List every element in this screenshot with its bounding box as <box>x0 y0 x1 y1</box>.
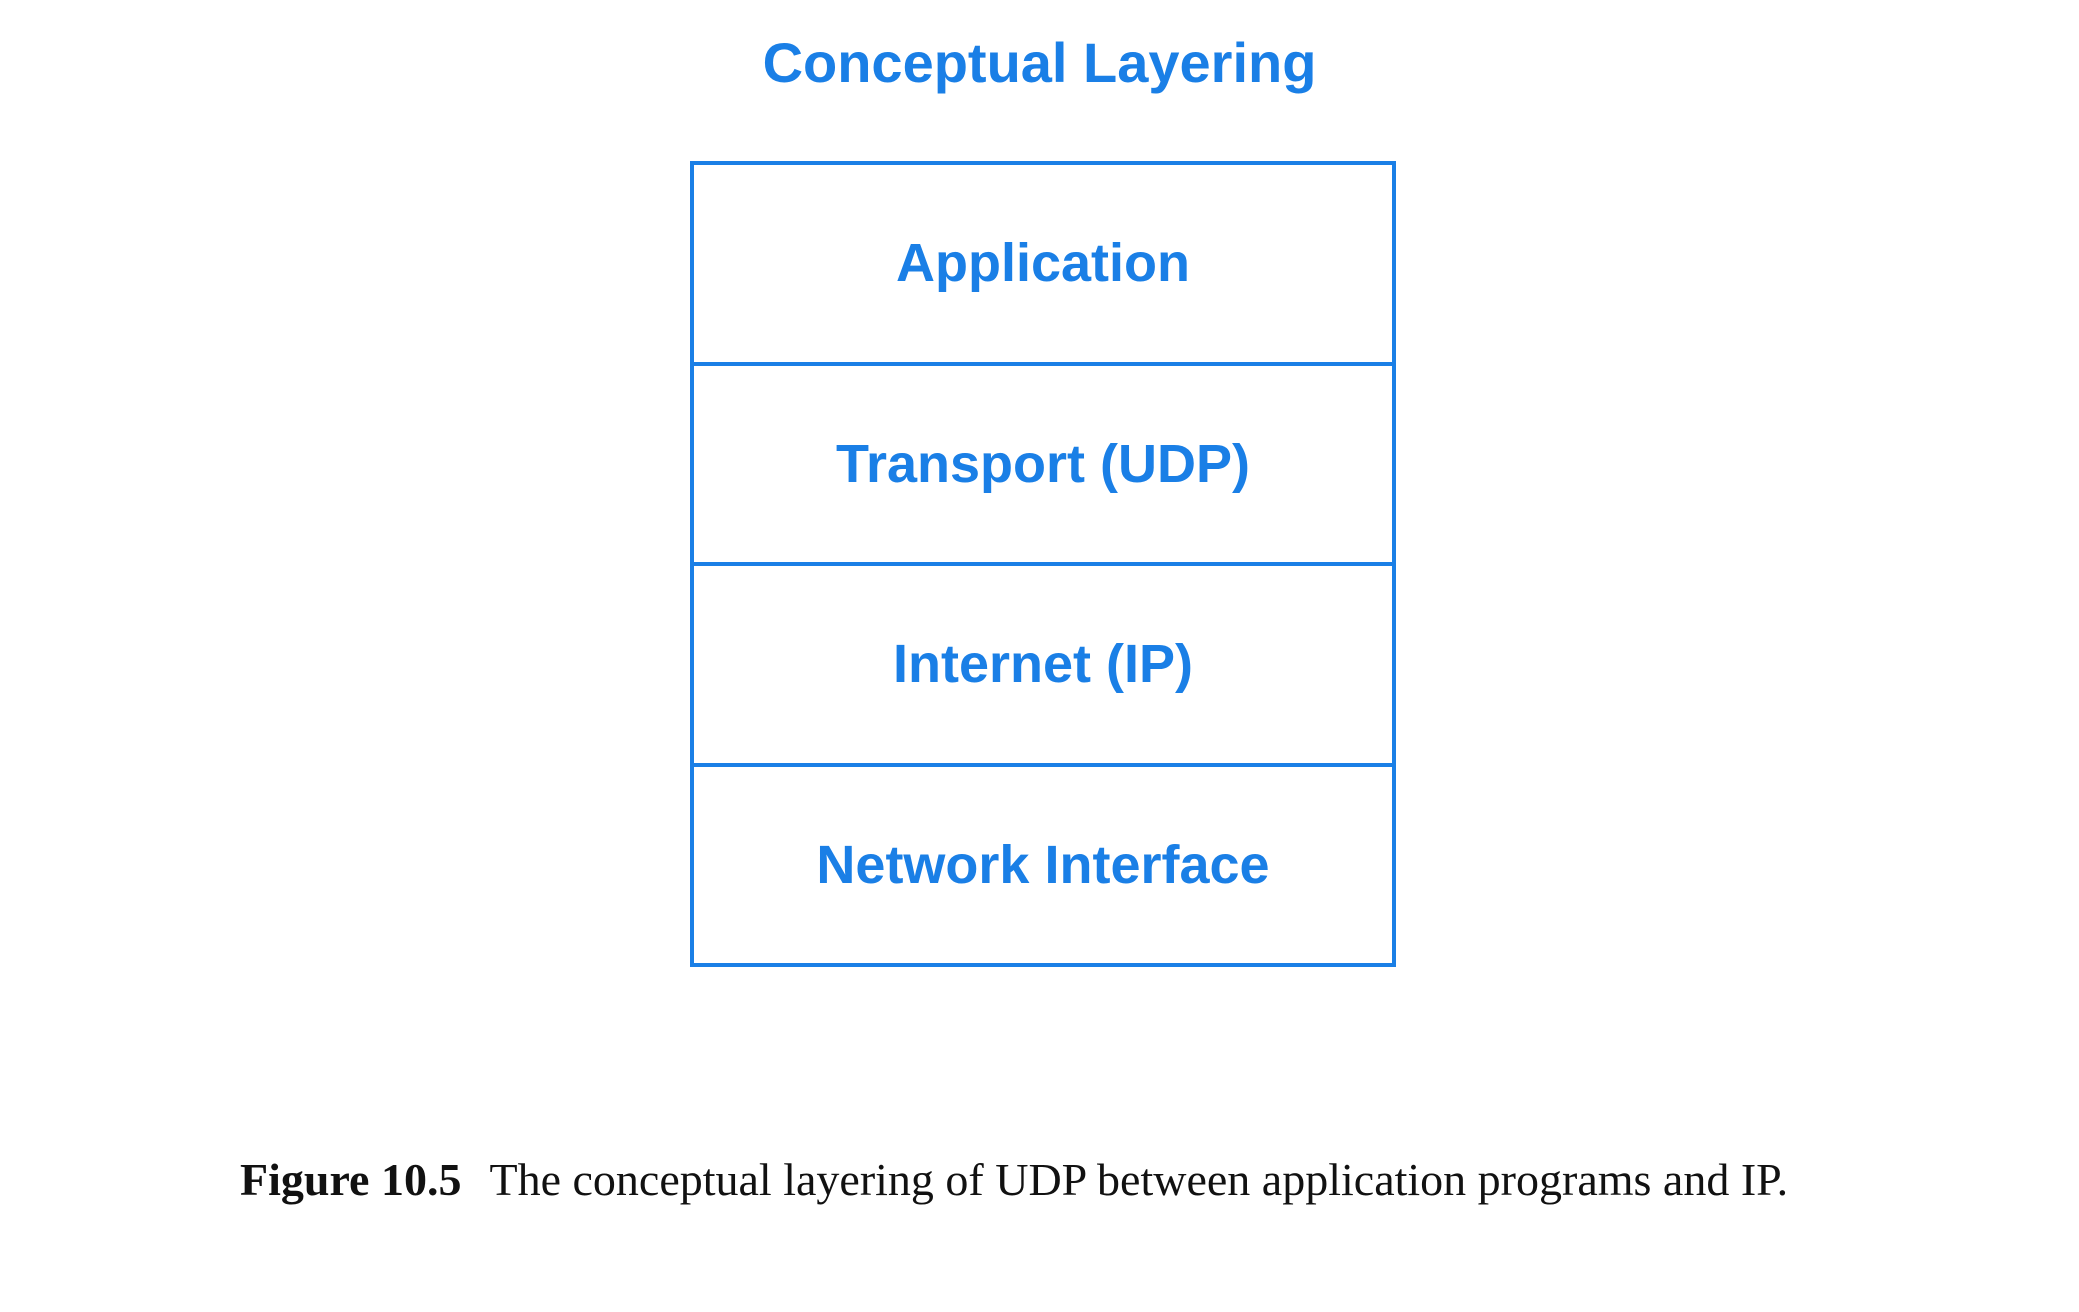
layer-label: Application <box>896 233 1190 294</box>
layer-internet: Internet (IP) <box>694 566 1392 767</box>
layer-label: Transport (UDP) <box>835 433 1251 494</box>
layer-label: Internet (IP) <box>892 634 1193 695</box>
figure-caption: Figure 10.5 The conceptual layering of U… <box>240 1148 1848 1212</box>
layer-application: Application <box>694 165 1392 366</box>
layer-stack: Application Transport (UDP) Internet (IP… <box>690 161 1396 967</box>
layer-transport: Transport (UDP) <box>694 366 1392 566</box>
caption-label: Figure 10.5 <box>240 1154 462 1205</box>
caption-text: The conceptual layering of UDP between a… <box>489 1154 1789 1205</box>
layer-label: Network Interface <box>816 834 1270 895</box>
layer-network-interface: Network Interface <box>694 767 1392 964</box>
diagram-title: Conceptual Layering <box>762 31 1317 94</box>
